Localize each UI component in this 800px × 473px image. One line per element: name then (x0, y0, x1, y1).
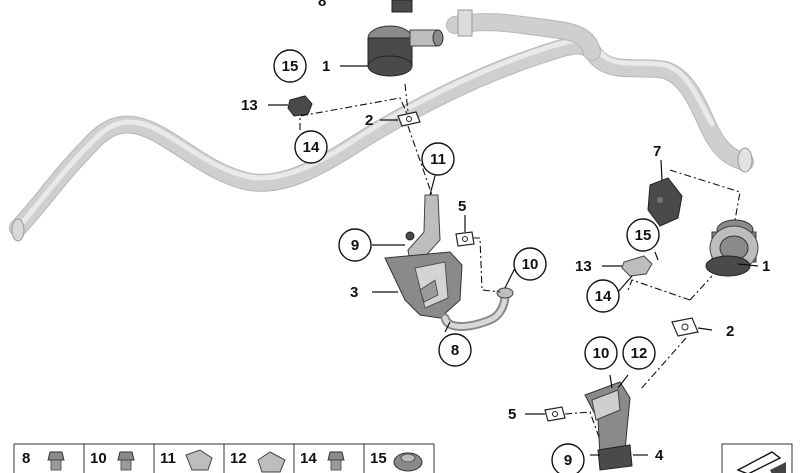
leader-lines (268, 65, 759, 456)
callout-9-upper: 9 (338, 228, 372, 262)
legend-number: 15 (370, 450, 387, 467)
callout-11: 11 (421, 142, 455, 176)
callout-10-upper: 10 (513, 247, 547, 281)
hex-nut-upper (287, 95, 313, 117)
air-hose (9, 9, 754, 242)
callout-label: 2 (365, 112, 373, 129)
legend-number: 10 (90, 450, 107, 467)
callout-label: 10 (522, 256, 539, 273)
callout-7: 7 (653, 143, 661, 160)
legend-number: 8 (22, 450, 30, 467)
callout-label: 1 (762, 258, 770, 275)
parts-legend: 8 10 11 12 14 15 (13, 443, 435, 473)
hex-nut-lower (621, 255, 653, 277)
legend-item-10: 10 (90, 450, 135, 471)
legend-number: 14 (300, 450, 317, 467)
secondary-air-valve-lower (705, 219, 759, 277)
callout-label: 2 (726, 323, 734, 340)
callout-12: 12 (622, 336, 656, 370)
callout-8: 8 (438, 333, 472, 367)
callout-label: 14 (303, 139, 320, 156)
gasket-5-upper (455, 231, 475, 247)
legend-number: 11 (160, 450, 176, 467)
legend-item-14: 14 (300, 450, 345, 471)
gasket-lower (671, 317, 699, 337)
callout-label: 12 (631, 345, 648, 362)
legend-item-12: 12 (230, 450, 286, 473)
callout-10-lower: 10 (584, 336, 618, 370)
callout-label: 15 (635, 227, 652, 244)
callout-13-lower: 13 (575, 258, 592, 275)
callout-1-upper: 1 (322, 58, 330, 75)
bracket-assembly (384, 194, 514, 331)
callout-label: 7 (653, 143, 661, 160)
callout-15-lower: 15 (626, 218, 660, 252)
lower-bracket (584, 381, 633, 471)
callout-5-upper: 5 (458, 198, 466, 215)
callout-label: 1 (322, 58, 330, 75)
callout-label: 9 (564, 452, 572, 469)
callout-label: 5 (458, 198, 466, 215)
callout-top-8: 8 (318, 0, 326, 10)
gasket-upper (397, 111, 421, 127)
callout-label: 11 (430, 151, 446, 168)
callout-1-lower: 1 (762, 258, 770, 275)
callout-2-lower: 2 (726, 323, 734, 340)
callout-label: 14 (595, 288, 612, 305)
callout-2-upper: 2 (365, 112, 373, 129)
callout-13-upper: 13 (241, 97, 258, 114)
callout-3: 3 (350, 284, 358, 301)
callout-label: 13 (575, 258, 592, 275)
callout-14-lower: 14 (586, 279, 620, 313)
callout-label: 8 (451, 342, 459, 359)
index-box (721, 443, 793, 473)
callout-label: 3 (350, 284, 358, 301)
callout-5-lower: 5 (508, 406, 516, 423)
callout-9-lower: 9 (551, 443, 585, 473)
callout-15-upper: 15 (273, 49, 307, 83)
pressure-sensor (647, 177, 683, 227)
callout-label: 4 (655, 447, 664, 464)
gasket-5-lower (544, 406, 566, 422)
secondary-air-valve-upper (367, 0, 444, 77)
callout-label: 13 (241, 97, 258, 114)
callout-label: 15 (282, 58, 299, 75)
legend-item-8: 8 (22, 450, 65, 471)
callout-label: 5 (508, 406, 516, 423)
callout-label: 9 (351, 237, 359, 254)
callout-14-upper: 14 (294, 130, 328, 164)
callout-label: 8 (318, 0, 326, 10)
callout-4: 4 (655, 447, 664, 464)
legend-number: 12 (230, 450, 247, 467)
legend-item-15: 15 (370, 450, 423, 472)
callout-label: 10 (593, 345, 610, 362)
legend-item-11: 11 (160, 449, 213, 471)
